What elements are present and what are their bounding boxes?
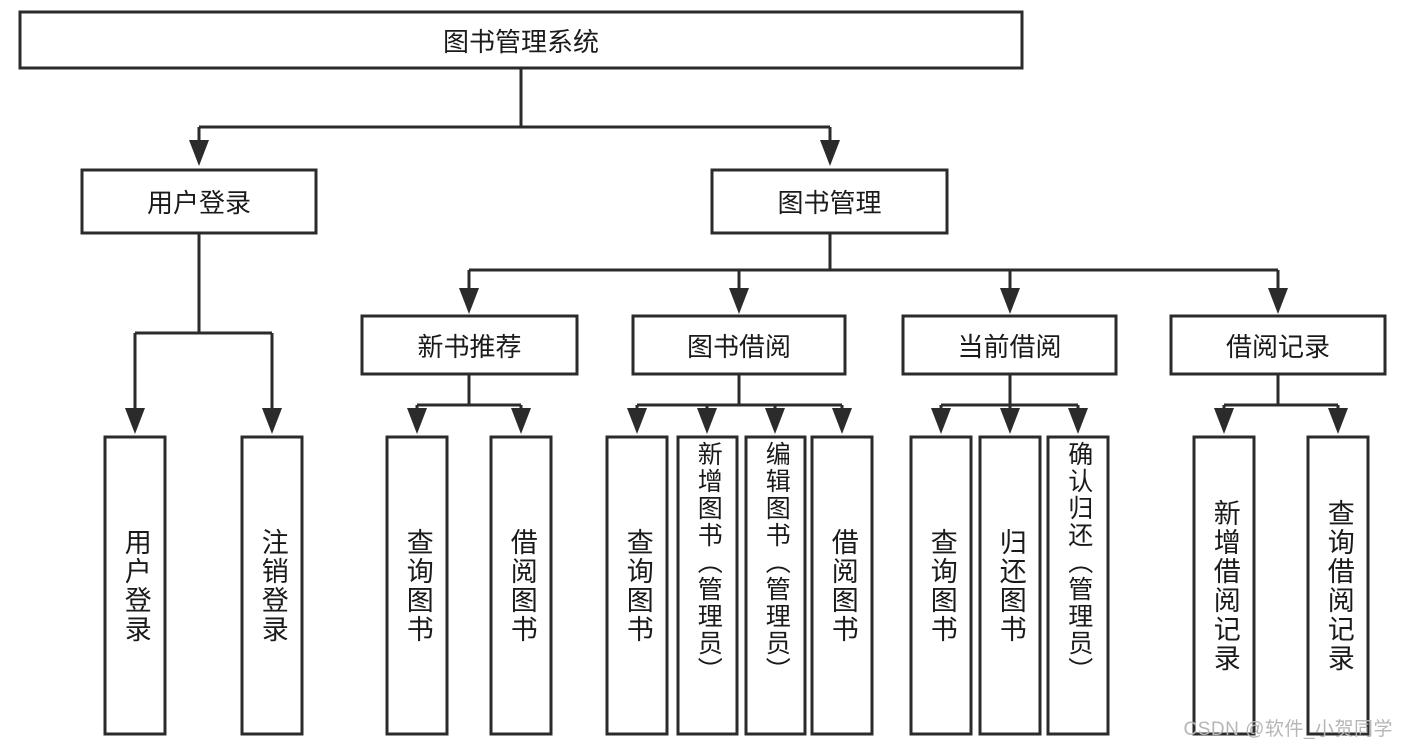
arrowhead-leaf-user-login [125, 408, 145, 434]
connectors [125, 68, 1348, 434]
leaf-box-query-book-1[interactable] [385, 435, 449, 736]
leaf-box-add-borrow-record[interactable] [1192, 435, 1256, 736]
leaf-box-query-book-2[interactable] [605, 435, 669, 736]
leaf-boxes [103, 435, 1370, 736]
arrowhead-leaf-logout [262, 408, 282, 434]
node-boxes [18, 10, 1387, 376]
node-current-borrow[interactable] [901, 314, 1118, 376]
leaf-box-query-borrow-record[interactable] [1306, 435, 1370, 736]
arrowhead-current-borrow [1000, 288, 1020, 314]
arrowhead-bb-leaf-3 [765, 408, 785, 434]
arrowhead-user-login [189, 140, 209, 166]
arrowhead-nbr-leaf-1 [407, 408, 427, 434]
arrowhead-book-borrow [729, 288, 749, 314]
node-root[interactable] [18, 10, 1024, 70]
arrowhead-br-leaf-2 [1328, 408, 1348, 434]
arrowhead-borrow-record [1268, 288, 1288, 314]
arrowhead-bb-leaf-1 [627, 408, 647, 434]
arrowhead-cb-leaf-3 [1068, 408, 1088, 434]
leaf-box-borrow-book-2[interactable] [810, 435, 874, 736]
node-book-borrow[interactable] [631, 314, 847, 376]
node-borrow-record[interactable] [1169, 314, 1387, 376]
leaf-box-user-login[interactable] [103, 435, 167, 736]
arrowhead-book-management [820, 140, 840, 166]
leaf-box-confirm-return-admin[interactable] [1046, 435, 1110, 736]
leaf-box-borrow-book-1[interactable] [489, 435, 553, 736]
arrowhead-bb-leaf-4 [832, 408, 852, 434]
arrowhead-cb-leaf-1 [931, 408, 951, 434]
arrowhead-cb-leaf-2 [1000, 408, 1020, 434]
leaf-box-logout[interactable] [240, 435, 304, 736]
arrowhead-nbr-leaf-2 [511, 408, 531, 434]
leaf-box-return-book[interactable] [978, 435, 1042, 736]
arrowhead-bb-leaf-2 [697, 408, 717, 434]
arrowhead-new-book-recommend [459, 288, 479, 314]
node-user-login[interactable] [80, 168, 318, 235]
leaf-box-query-book-3[interactable] [909, 435, 973, 736]
node-book-management[interactable] [710, 168, 949, 235]
leaf-box-add-book-admin[interactable] [676, 435, 739, 736]
node-new-book-recommend[interactable] [360, 314, 579, 376]
leaf-box-edit-book-admin[interactable] [744, 435, 807, 736]
arrowhead-br-leaf-1 [1214, 408, 1234, 434]
